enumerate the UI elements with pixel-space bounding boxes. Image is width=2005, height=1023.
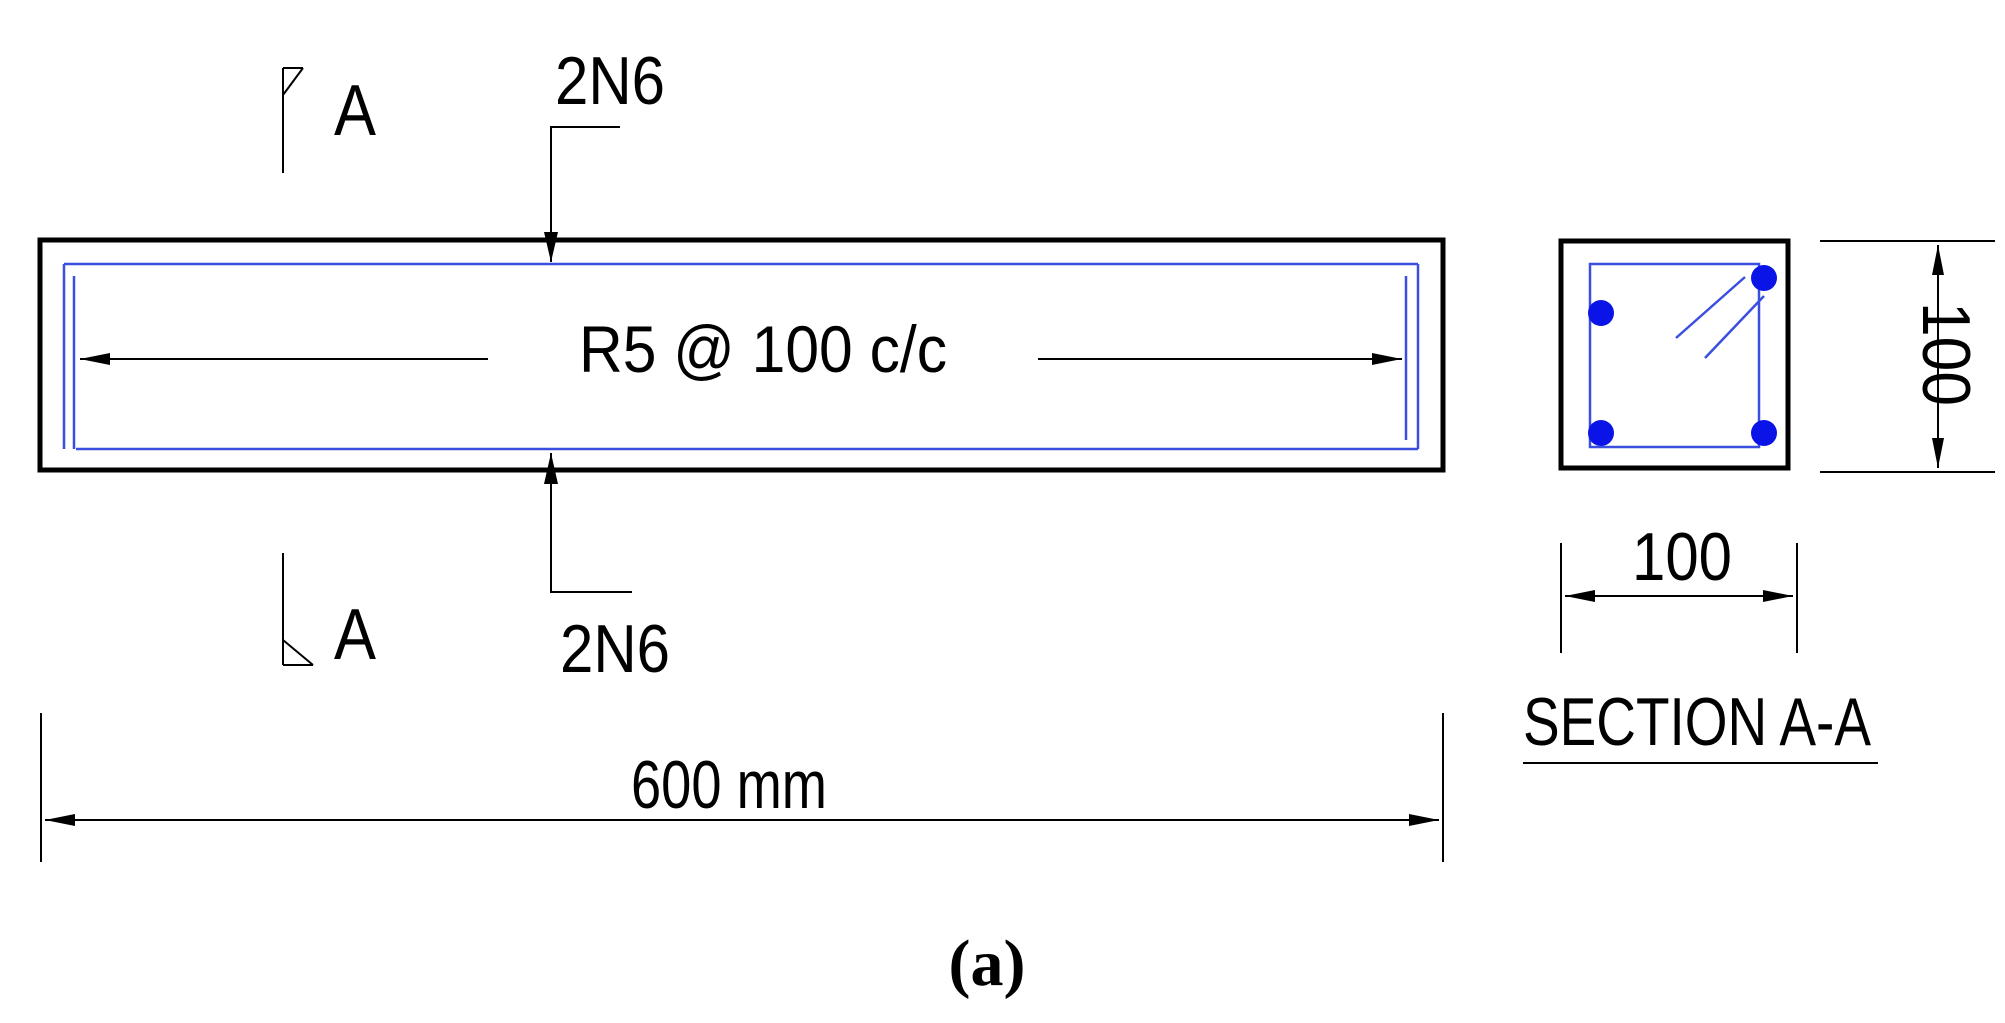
section-cut-letter-bottom: A	[334, 595, 376, 675]
rebar-bottom-left	[1588, 420, 1614, 446]
figure-caption: (a)	[949, 927, 1026, 1000]
section-title: SECTION A-A	[1523, 684, 1872, 760]
beam-elevation: R5 @ 100 c/c 2N6 2N6 A A	[37, 43, 1446, 862]
bottom-bar-leader	[544, 453, 632, 593]
beam-outline	[37, 237, 1446, 473]
rebar-top-left	[1588, 300, 1614, 326]
width-dimension	[1560, 543, 1798, 653]
cross-section: 100 100 SECTION A-A	[1523, 238, 1995, 764]
stirrup-label: R5 @ 100 c/c	[579, 312, 947, 386]
length-dimension	[40, 713, 1444, 862]
stirrup-hook	[1675, 276, 1765, 359]
height-dimension	[1820, 240, 1995, 473]
width-dimension-label: 100	[1632, 519, 1732, 595]
top-bar-leader	[544, 126, 620, 262]
section-cut-marker-bottom	[282, 553, 314, 666]
section-cut-letter-top: A	[334, 71, 376, 151]
beam-reinforcement-cage	[62, 262, 1420, 451]
rebar-bottom-right	[1751, 420, 1777, 446]
section-stirrup	[1588, 262, 1761, 449]
length-dimension-label: 600 mm	[631, 747, 827, 823]
section-cut-marker-top	[282, 67, 304, 173]
rebar-top-right	[1751, 265, 1777, 291]
height-dimension-label: 100	[1908, 302, 1984, 406]
section-outline	[1558, 238, 1791, 471]
bottom-bar-label: 2N6	[560, 611, 670, 687]
top-bar-label: 2N6	[555, 43, 665, 119]
